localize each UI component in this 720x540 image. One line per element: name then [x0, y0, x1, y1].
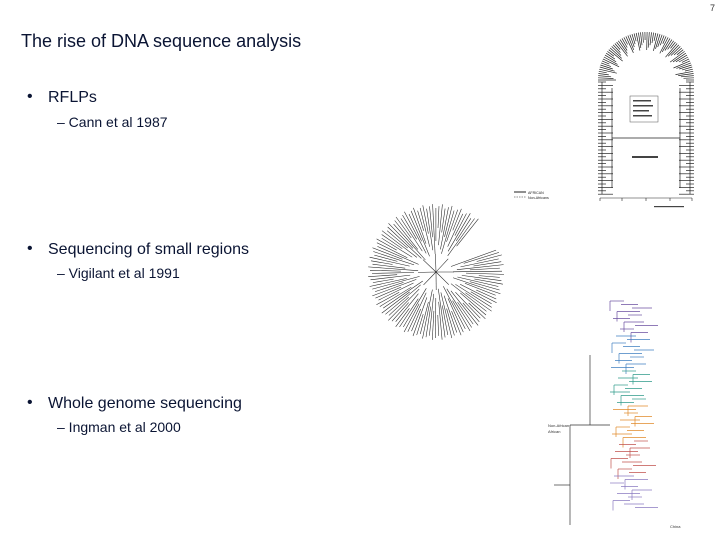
circular-tree-figure: AFRICAN Non-Africans	[368, 191, 549, 340]
bullet-whole-genome: Whole genome sequencing	[48, 395, 242, 412]
whole-genome-tree-figure: Non-African African China	[548, 300, 681, 529]
bullet-1: •	[27, 88, 33, 105]
bullet-sequencing-small: Sequencing of small regions	[48, 241, 250, 258]
sub-ingman-2000: – Ingman et al 2000	[57, 419, 181, 435]
bullet-3: •	[27, 394, 33, 411]
page-number: 7	[709, 3, 715, 13]
legend-non-african: Non-Africans	[528, 196, 549, 200]
bullet-2: •	[27, 240, 33, 257]
rflp-tree-figure	[597, 31, 695, 208]
legend-african: AFRICAN	[528, 191, 544, 195]
sub-vigilant-1991: – Vigilant et al 1991	[57, 265, 180, 281]
label-african: African	[548, 429, 560, 434]
sub-cann-1987: – Cann et al 1987	[57, 114, 168, 130]
label-non-african: Non-African	[548, 423, 569, 428]
label-china: China	[670, 524, 681, 529]
slide-title: The rise of DNA sequence analysis	[21, 31, 302, 51]
bullet-rflps: RFLPs	[48, 89, 97, 106]
